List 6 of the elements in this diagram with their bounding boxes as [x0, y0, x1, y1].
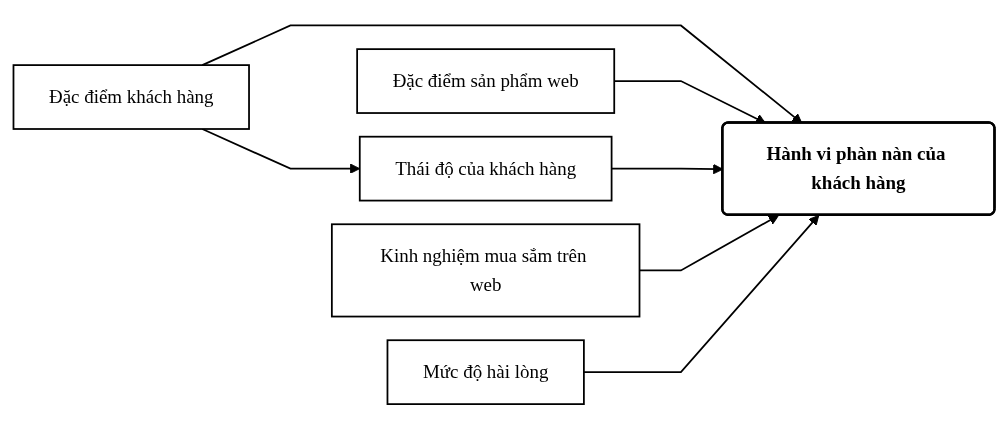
node-box: Kinh nghiệm mua sắm trên web: [330, 223, 640, 318]
node-box: Mức độ hài lòng: [386, 339, 585, 405]
node-box: Đặc điểm sản phẩm web: [355, 47, 615, 114]
node-box: Đặc điểm khách hàng: [12, 63, 250, 130]
arrow: [200, 127, 360, 174]
node-box: Thái độ của khách hàng: [358, 135, 612, 202]
